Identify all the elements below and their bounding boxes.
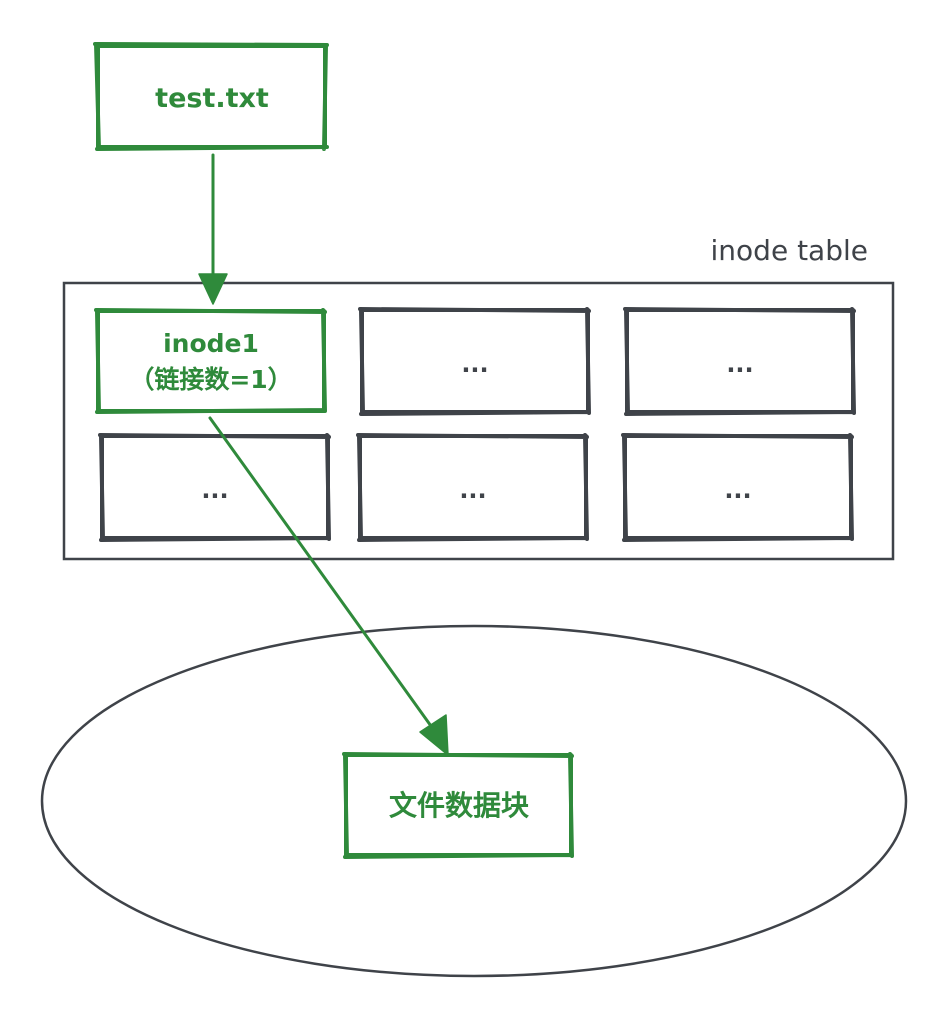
- arrow-inode-to-data-block: [208, 416, 449, 756]
- inode-table-frame: [62, 281, 895, 561]
- inode-cell-6-label: ...: [724, 476, 751, 504]
- inode-table-caption: inode table: [711, 234, 868, 267]
- data-block-label: 文件数据块: [389, 789, 529, 822]
- inode-cell-4-label: ...: [201, 476, 228, 504]
- inode-cell-1-linkcount: （链接数=1）: [129, 365, 292, 394]
- inode-cell-6: ...: [621, 433, 854, 542]
- inode-cell-1: inode1 （链接数=1）: [94, 308, 327, 414]
- file-node-label: test.txt: [155, 83, 269, 114]
- inode-cell-3-label: ...: [726, 350, 753, 378]
- inode-cell-5: ...: [356, 433, 589, 542]
- inode-cell-4: ...: [98, 433, 331, 542]
- inode-cell-2-label: ...: [461, 350, 488, 378]
- data-region-ellipse: [40, 624, 908, 978]
- inode-cell-2: ...: [358, 307, 591, 416]
- inode-cell-3: ...: [623, 307, 856, 416]
- arrow-file-to-inode: [198, 153, 228, 305]
- inode-cell-1-name: inode1: [163, 329, 259, 358]
- file-node: test.txt: [93, 42, 329, 151]
- inode-cell-5-label: ...: [459, 476, 486, 504]
- data-block: 文件数据块: [342, 752, 574, 859]
